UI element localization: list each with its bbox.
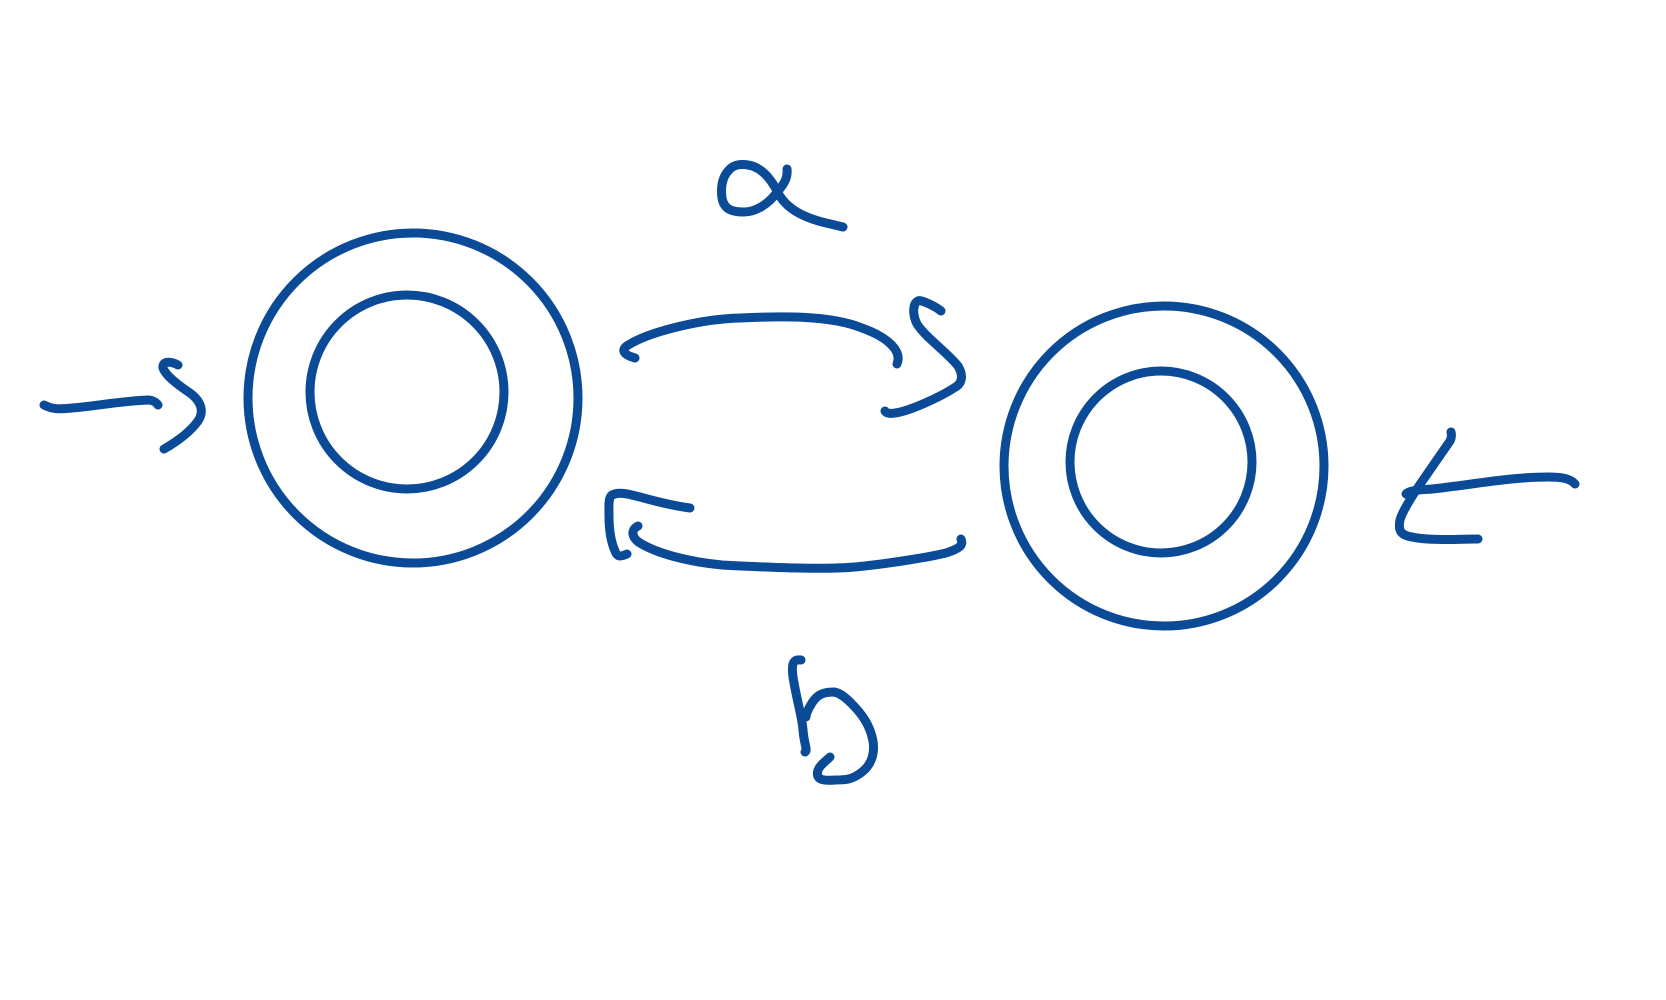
start-arrow-left-shaft — [39, 395, 163, 414]
transition-a-arrowhead — [880, 296, 966, 418]
transition-b-arc — [628, 521, 967, 573]
transition-b-label-glyph — [787, 655, 878, 785]
transition-a-label: a — [717, 159, 848, 232]
state-right — [999, 301, 1329, 631]
start-arrow-left — [39, 357, 206, 454]
transition-b-arrowhead — [604, 488, 695, 561]
start-arrow-left-head — [158, 357, 206, 454]
start-arrow-right — [1394, 427, 1580, 544]
start-arrow-right-head — [1394, 427, 1483, 544]
transition-a-arc — [619, 312, 903, 369]
state-left — [243, 228, 583, 568]
start-arrow-right-shaft — [1401, 472, 1580, 499]
transition-b: b — [604, 488, 967, 785]
state-left-outer-circle — [243, 228, 583, 568]
transition-a-label-glyph — [717, 159, 848, 232]
state-left-inner-circle — [305, 290, 509, 494]
state-right-outer-circle — [999, 301, 1329, 631]
transition-a: a — [619, 159, 966, 418]
state-right-inner-circle — [1065, 366, 1257, 558]
transition-b-label: b — [787, 655, 878, 785]
